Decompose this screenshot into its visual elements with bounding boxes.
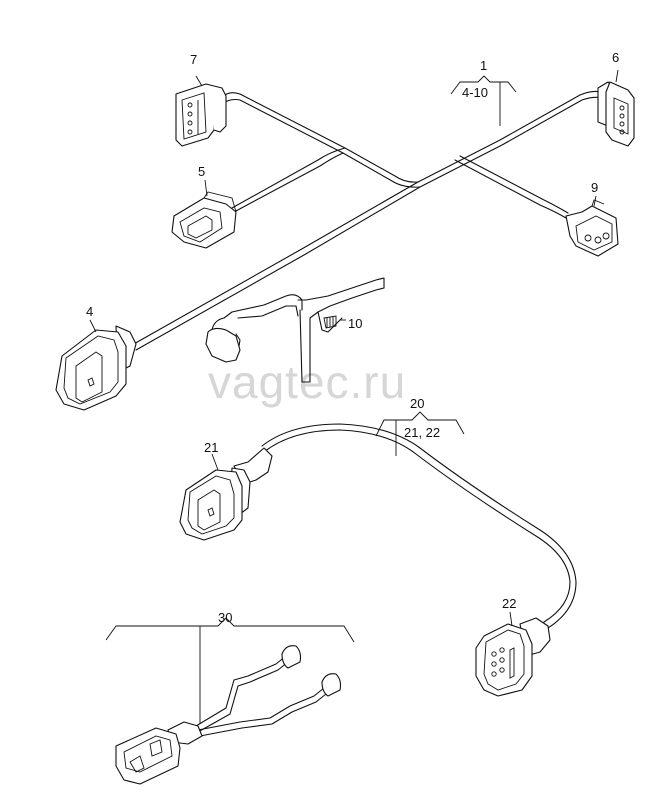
callout-7: 7 bbox=[190, 52, 197, 67]
harness-20-cable bbox=[261, 423, 577, 629]
harness-1: 7 6 5 9 bbox=[55, 50, 635, 411]
callout-4: 4 bbox=[86, 304, 93, 319]
callout-20-range: 21, 22 bbox=[404, 425, 440, 440]
harness-1-branch-9-outer bbox=[459, 155, 569, 214]
callout-6: 6 bbox=[612, 50, 619, 65]
adapter-30-wire-a bbox=[195, 655, 287, 727]
leader-21 bbox=[211, 453, 219, 471]
leader-22 bbox=[509, 611, 513, 627]
bracket-20 bbox=[375, 411, 465, 437]
adapter-30-wire-b-outer bbox=[199, 693, 327, 737]
harness-1-branch-5-outer bbox=[233, 152, 344, 213]
terminal-a[interactable] bbox=[281, 645, 302, 669]
bracket-30 bbox=[105, 617, 355, 643]
callout-9: 9 bbox=[591, 180, 598, 195]
callout-22: 22 bbox=[502, 596, 516, 611]
connector-4[interactable] bbox=[55, 325, 137, 411]
harness-20: 21 22 20 21, 22 bbox=[179, 396, 577, 697]
leader-6 bbox=[615, 69, 619, 83]
harness-1-branch-9 bbox=[454, 159, 567, 219]
harness-1-trunk-line bbox=[131, 90, 601, 346]
callout-1-range: 4-10 bbox=[462, 85, 488, 100]
callout-10: 10 bbox=[348, 316, 362, 331]
connector-7[interactable] bbox=[175, 83, 227, 147]
adapter-30-wire-b bbox=[197, 687, 325, 731]
harness-1-branch-5 bbox=[231, 147, 346, 209]
wire-guide-10[interactable] bbox=[205, 277, 385, 383]
callout-21: 21 bbox=[204, 440, 218, 455]
connector-21[interactable] bbox=[179, 447, 273, 541]
leader-9 bbox=[593, 195, 597, 207]
callout-5: 5 bbox=[198, 164, 205, 179]
leader-4 bbox=[89, 319, 97, 333]
callout-30: 30 bbox=[218, 610, 232, 625]
adapter-30: 30 bbox=[105, 610, 355, 785]
leader-5 bbox=[204, 179, 208, 197]
adapter-30-wire-a-outer bbox=[197, 661, 289, 733]
leader-7 bbox=[195, 75, 203, 87]
connector-9[interactable] bbox=[565, 199, 619, 257]
bracket-1 bbox=[450, 75, 517, 95]
callout-20: 20 bbox=[410, 396, 424, 411]
terminal-b[interactable] bbox=[321, 673, 342, 697]
connector-6[interactable] bbox=[597, 81, 635, 147]
adapter-30-connector[interactable] bbox=[115, 721, 203, 785]
harness-20-cable-inner bbox=[263, 429, 571, 623]
connector-22[interactable] bbox=[475, 617, 551, 697]
callout-1: 1 bbox=[480, 58, 487, 73]
connector-5[interactable] bbox=[171, 191, 237, 249]
